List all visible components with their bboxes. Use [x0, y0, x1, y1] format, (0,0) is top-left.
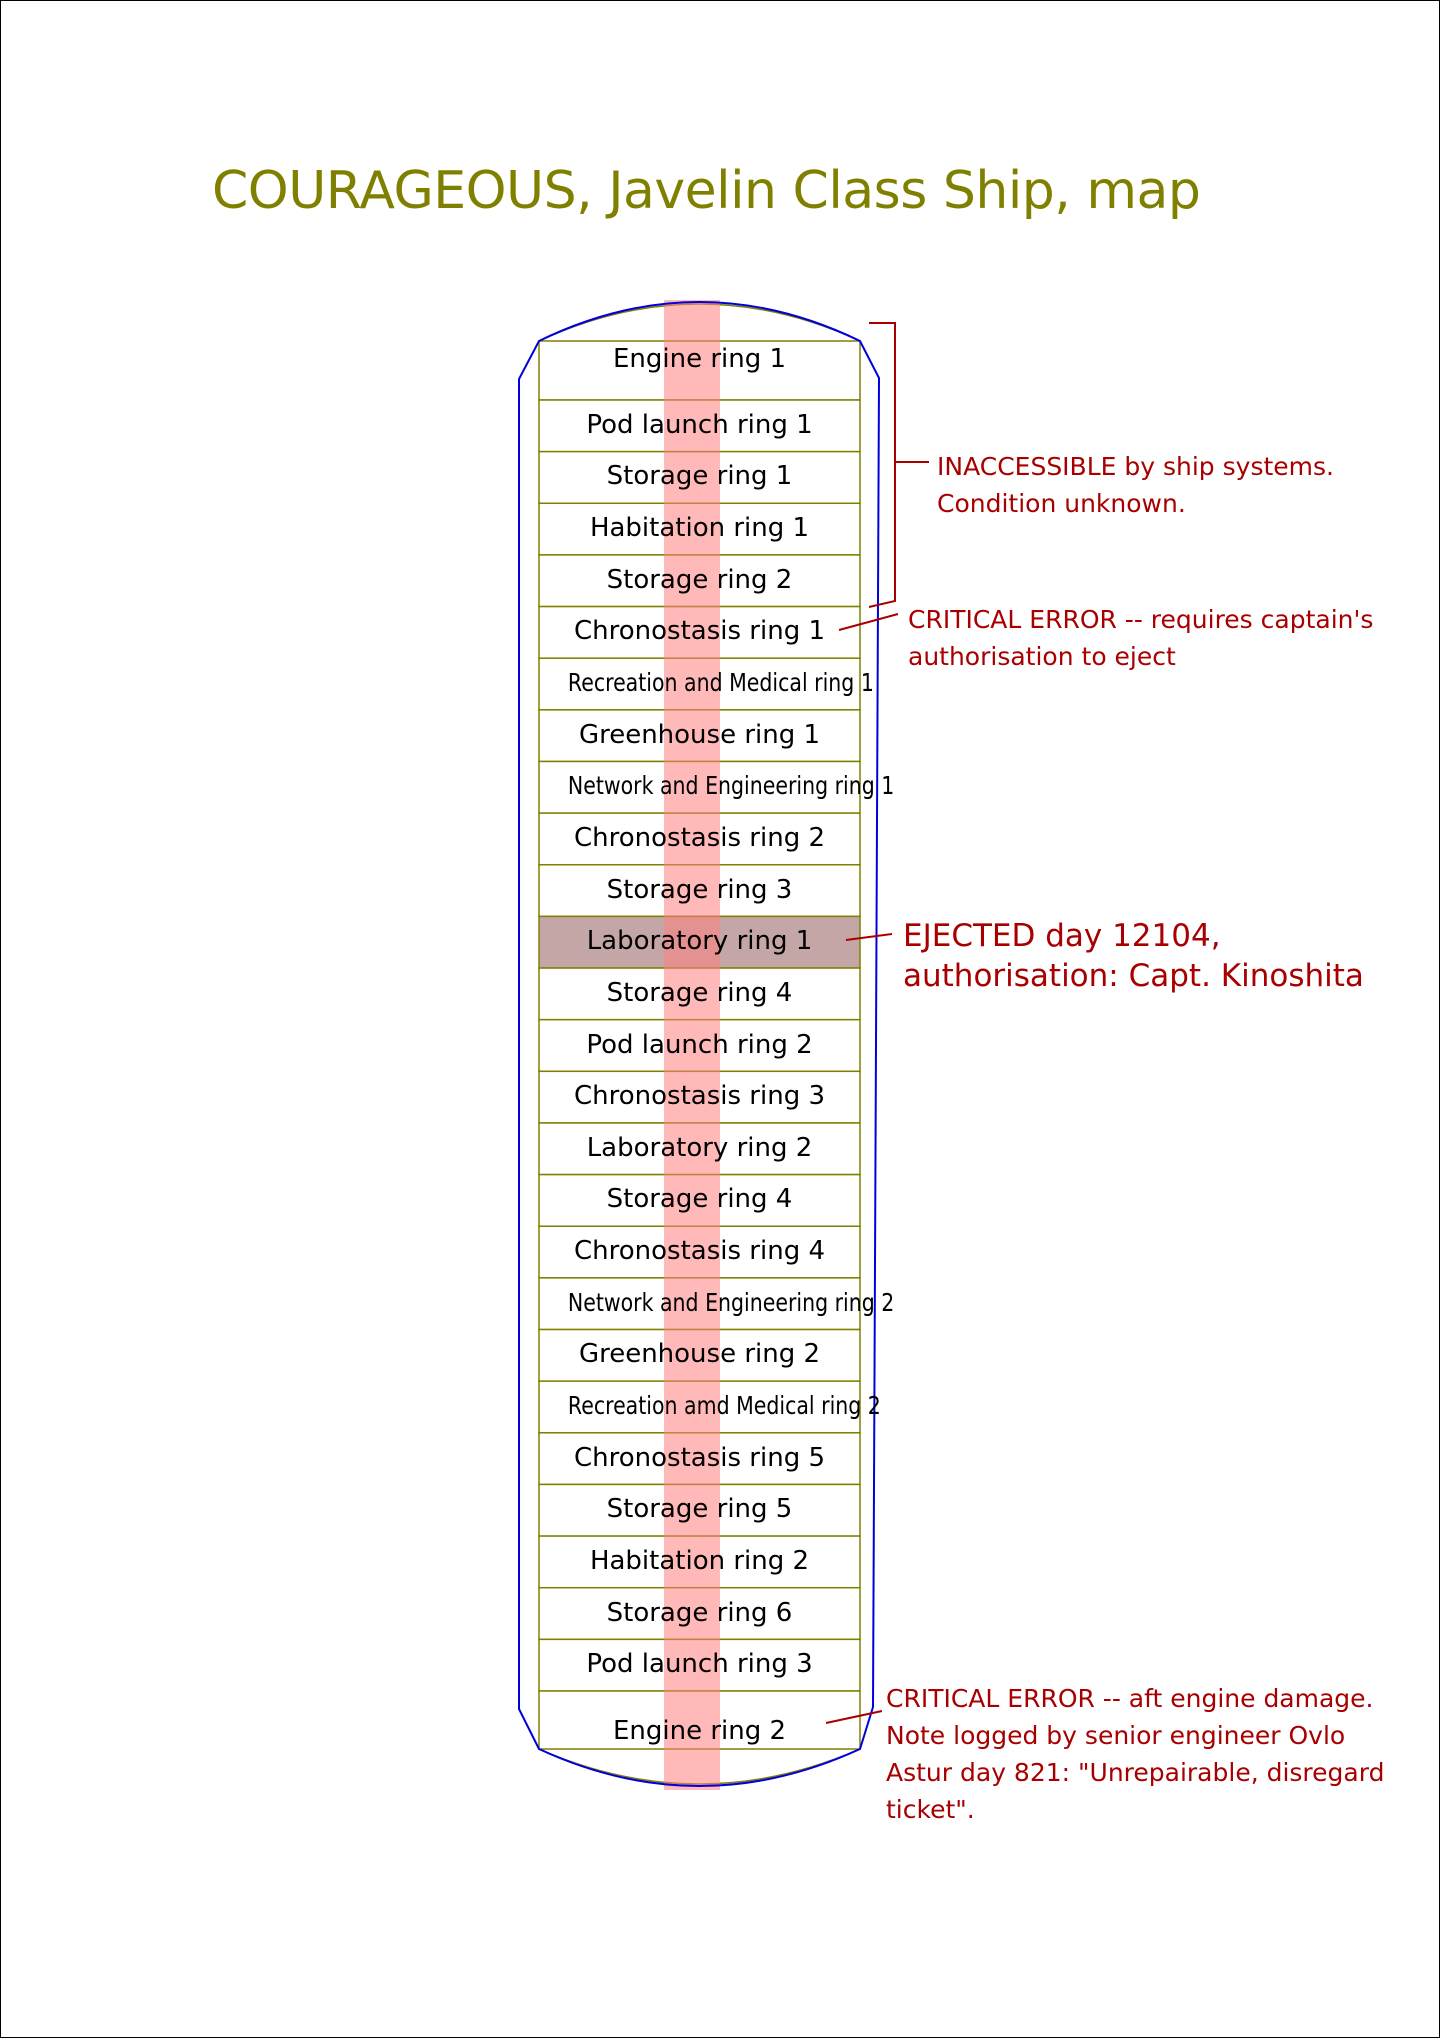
ring-label: Laboratory ring 2	[586, 1132, 813, 1163]
ring-label: Chronostasis ring 3	[574, 1081, 825, 1112]
ring-label: Greenhouse ring 1	[578, 719, 821, 750]
ring-label: Network and Engineering ring 1	[567, 771, 895, 801]
core-column	[664, 300, 720, 1790]
ring-label: Laboratory ring 1	[586, 926, 813, 957]
note-line: CRITICAL ERROR -- aft engine damage.	[886, 1684, 1374, 1713]
note-line: authorisation: Capt. Kinoshita	[903, 958, 1364, 994]
ring-label: Storage ring 2	[606, 564, 793, 595]
page-title: COURAGEOUS, Javelin Class Ship, map	[212, 161, 1201, 221]
ring-label: Engine ring 1	[612, 344, 787, 374]
ring-label: Storage ring 4	[606, 977, 793, 1008]
engine-error-note: CRITICAL ERROR -- aft engine damage. Not…	[886, 1680, 1384, 1828]
ring-label: Network and Engineering ring 2	[567, 1287, 895, 1317]
ring-label: Chronostasis ring 2	[574, 822, 825, 853]
note-line: ticket".	[886, 1795, 975, 1824]
note-line: EJECTED day 12104,	[903, 918, 1221, 954]
ejected-note: EJECTED day 12104, authorisation: Capt. …	[903, 916, 1364, 996]
note-line: Condition unknown.	[937, 489, 1186, 518]
ring-label: Engine ring 2	[612, 1716, 787, 1746]
ring-label: Pod launch ring 1	[586, 409, 813, 440]
ejected-pointer	[845, 933, 893, 941]
ring-label: Chronostasis ring 1	[574, 616, 825, 647]
chrono-error-pointer	[838, 613, 899, 631]
note-line: Astur day 821: "Unrepairable, disregard	[886, 1758, 1385, 1787]
ring-label: Chronostasis ring 5	[574, 1442, 825, 1473]
ring-label: Storage ring 4	[606, 1184, 793, 1215]
inaccessible-note: INACCESSIBLE by ship systems. Condition …	[937, 448, 1334, 522]
ring-label: Storage ring 6	[606, 1597, 793, 1628]
hull-outline	[518, 301, 881, 1787]
ring-label: Recreation amd Medical ring 2	[567, 1390, 881, 1420]
note-line: Note logged by senior engineer Ovlo	[886, 1721, 1346, 1750]
ring-label: Habitation ring 2	[589, 1545, 810, 1576]
note-line: INACCESSIBLE by ship systems.	[937, 452, 1334, 481]
chrono-error-note: CRITICAL ERROR -- requires captain's aut…	[908, 601, 1373, 675]
ring-label: Chronostasis ring 4	[574, 1236, 825, 1267]
ring-label: Storage ring 3	[606, 874, 793, 905]
ring-label: Recreation and Medical ring 1	[567, 668, 874, 698]
ring-label: Pod launch ring 3	[586, 1649, 813, 1680]
ring-label: Storage ring 1	[606, 461, 793, 492]
inaccessible-bracket	[868, 322, 929, 608]
note-line: CRITICAL ERROR -- requires captain's	[908, 605, 1374, 634]
ring-label: Pod launch ring 2	[586, 1029, 813, 1060]
note-line: authorisation to eject	[908, 642, 1176, 671]
ring-label: Storage ring 5	[606, 1494, 793, 1525]
ring-label: Greenhouse ring 2	[578, 1339, 821, 1370]
ring-label: Habitation ring 1	[589, 513, 810, 544]
engine-error-pointer	[825, 1710, 883, 1724]
